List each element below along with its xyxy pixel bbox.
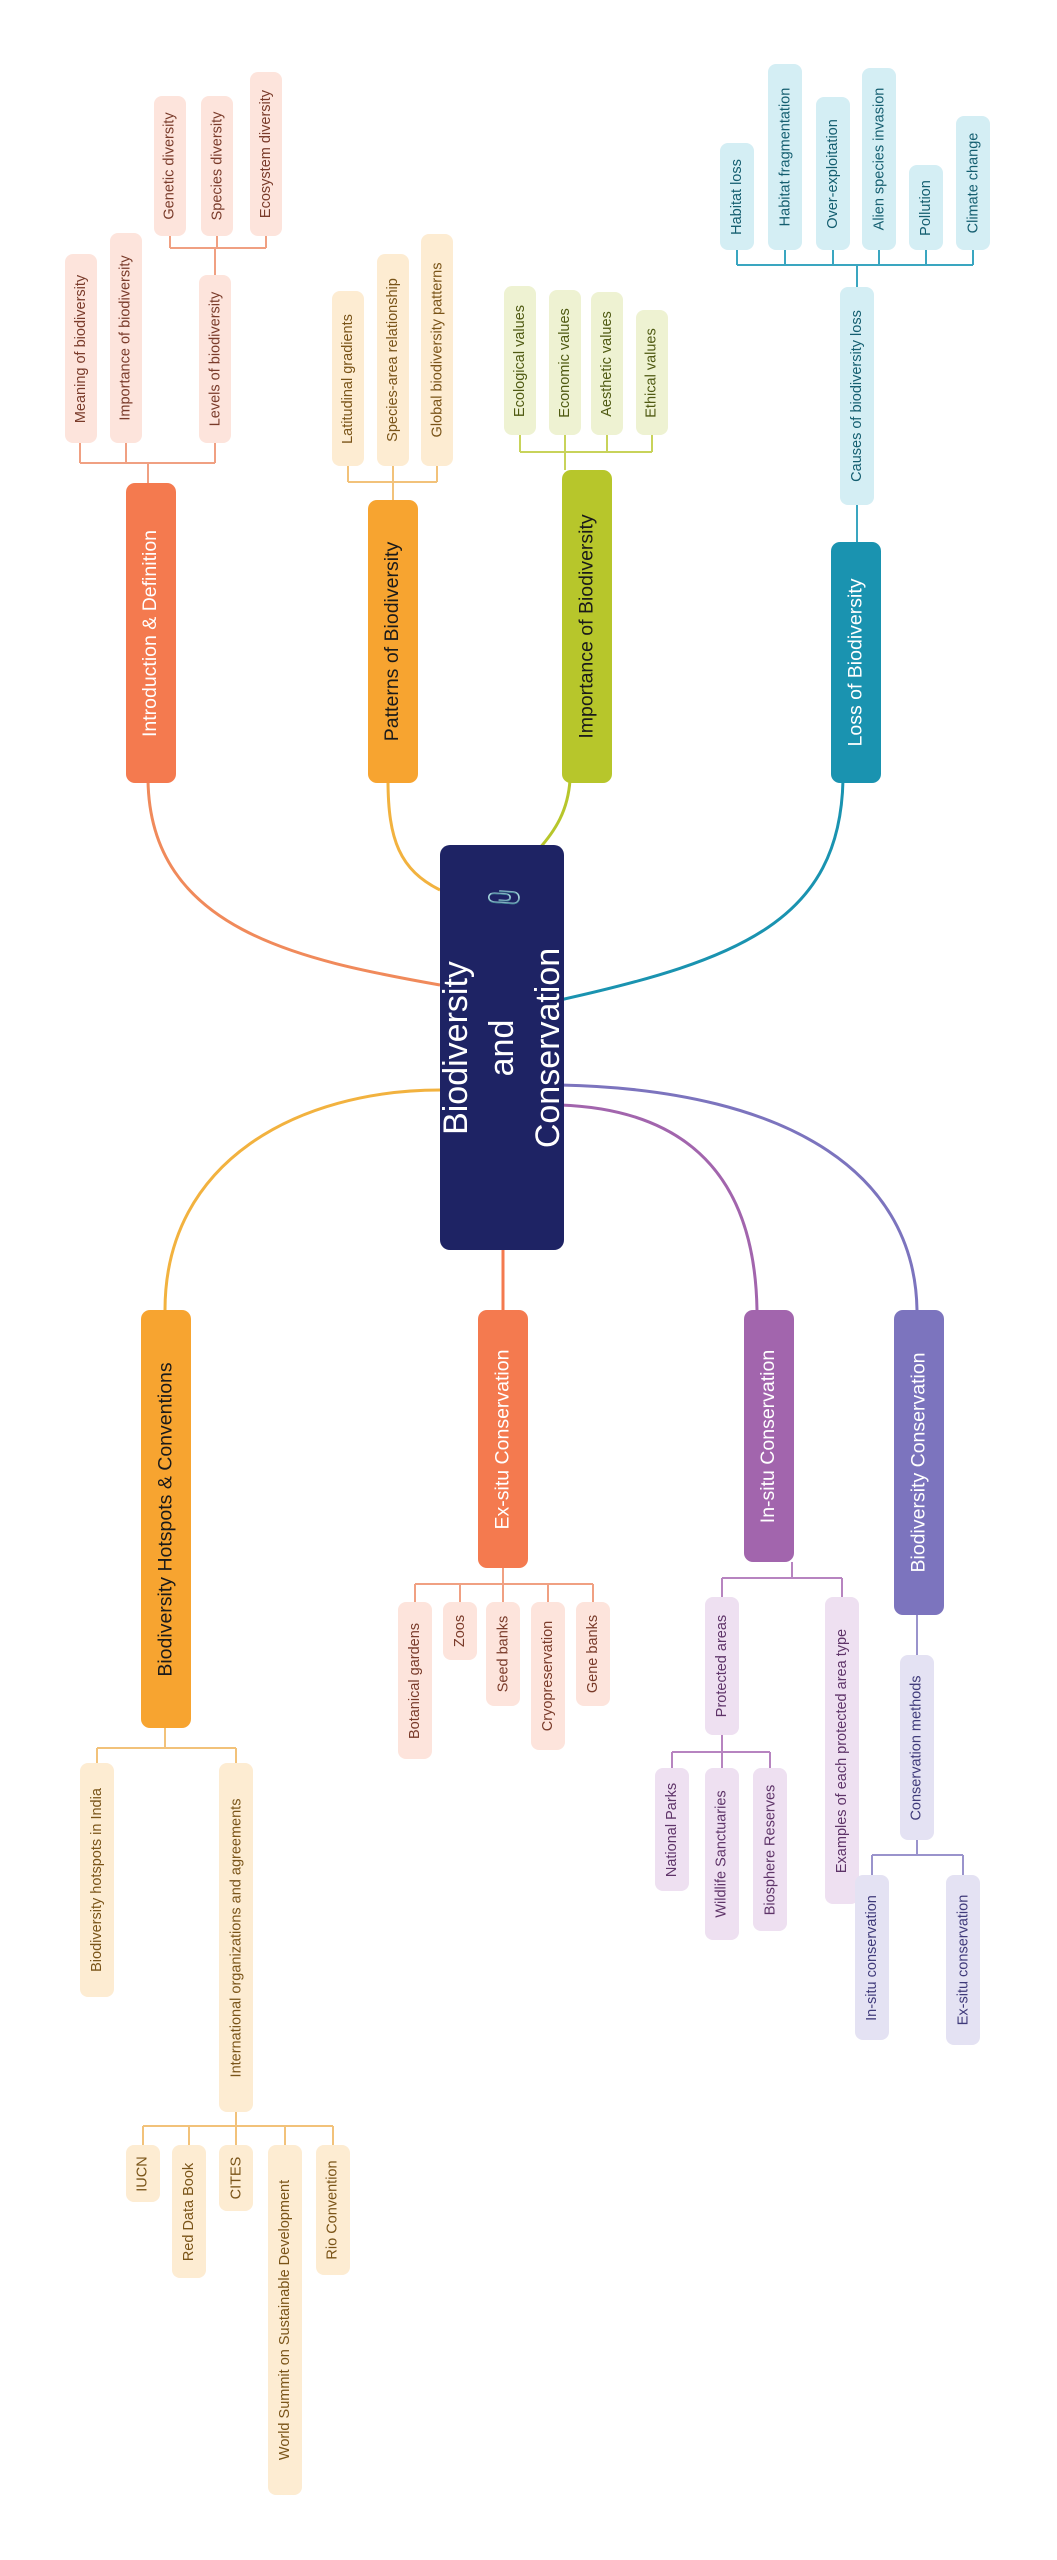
branch-introduction[interactable]: Introduction & Definition: [126, 483, 176, 783]
leaf-seed-banks[interactable]: Seed banks: [486, 1602, 520, 1706]
leaf-cryopreservation[interactable]: Cryopreservation: [531, 1602, 565, 1750]
leaf-label: Wildlife Sanctuaries: [714, 1790, 731, 1918]
leaf-label: Habitat loss: [729, 158, 746, 235]
leaf-label: Species diversity: [209, 111, 226, 221]
leaf-causes-of-biodiversity-loss[interactable]: Causes of biodiversity loss: [840, 287, 874, 505]
leaf-label: National Parks: [664, 1782, 681, 1877]
branch-loss-label: Loss of Biodiversity: [844, 578, 867, 747]
leaf-global-biodiversity-patterns[interactable]: Global biodiversity patterns: [421, 234, 453, 466]
leaf-pollution[interactable]: Pollution: [909, 165, 943, 250]
leaf-alien-species-invasion[interactable]: Alien species invasion: [862, 68, 896, 250]
leaf-label: Ex-situ conservation: [955, 1894, 971, 2026]
leaf-aesthetic-values[interactable]: Aesthetic values: [591, 292, 623, 435]
leaf-label: Conservation methods: [909, 1674, 926, 1821]
leaf-habitat-loss[interactable]: Habitat loss: [720, 143, 754, 250]
leaf-label: Alien species invasion: [871, 87, 888, 231]
leaf-ecosystem-diversity[interactable]: Ecosystem diversity: [250, 72, 282, 236]
leaf-label: Over-exploitation: [825, 118, 842, 229]
leaf-biodiversity-hotspots-in-india[interactable]: Biodiversity hotspots in India: [80, 1763, 114, 1997]
leaf-zoos[interactable]: Zoos: [443, 1602, 477, 1660]
leaf-label: Genetic diversity: [162, 112, 178, 220]
leaf-conservation-methods[interactable]: Conservation methods: [900, 1655, 934, 1840]
leaf-world-summit[interactable]: World Summit on Sustainable Development: [268, 2145, 302, 2495]
leaf-label: Rio Convention: [325, 2160, 341, 2260]
leaf-ex-situ-conservation[interactable]: Ex-situ conservation: [946, 1875, 980, 2045]
leaf-examples-protected-area-type[interactable]: Examples of each protected area type: [825, 1597, 859, 1904]
leaf-label: Biosphere Reserves: [762, 1784, 779, 1915]
leaf-label: Cryopreservation: [540, 1620, 557, 1732]
leaf-economic-values[interactable]: Economic values: [549, 290, 581, 435]
leaf-over-exploitation[interactable]: Over-exploitation: [816, 97, 850, 250]
leaf-climate-change[interactable]: Climate change: [956, 116, 990, 250]
branch-insitu[interactable]: In-situ Conservation: [744, 1310, 794, 1562]
leaf-genetic-diversity[interactable]: Genetic diversity: [154, 96, 186, 236]
leaf-label: Zoos: [452, 1614, 468, 1648]
leaf-label: Economic values: [557, 307, 574, 418]
branch-insitu-label: In-situ Conservation: [757, 1349, 780, 1523]
leaf-in-situ-conservation[interactable]: In-situ conservation: [855, 1875, 889, 2040]
branch-exsitu[interactable]: Ex-situ Conservation: [478, 1310, 528, 1568]
branch-introduction-label: Introduction & Definition: [139, 529, 162, 737]
leaf-species-area-relationship[interactable]: Species-area relationship: [377, 254, 409, 466]
leaf-label: Protected areas: [714, 1614, 730, 1718]
leaf-importance-of-biodiversity[interactable]: Importance of biodiversity: [110, 233, 142, 443]
leaf-label: International organizations and agreemen…: [228, 1798, 244, 2077]
leaf-iucn[interactable]: IUCN: [126, 2145, 160, 2202]
leaf-label: Global biodiversity patterns: [429, 262, 445, 438]
leaf-botanical-gardens[interactable]: Botanical gardens: [398, 1602, 432, 1759]
leaf-biosphere-reserves[interactable]: Biosphere Reserves: [753, 1768, 787, 1931]
leaf-protected-areas[interactable]: Protected areas: [705, 1597, 739, 1735]
leaf-meaning-of-biodiversity[interactable]: Meaning of biodiversity: [65, 254, 97, 443]
leaf-label: Gene banks: [585, 1614, 602, 1694]
leaf-species-diversity[interactable]: Species diversity: [201, 96, 233, 236]
leaf-label: Red Data Book: [181, 2162, 197, 2261]
leaf-ethical-values[interactable]: Ethical values: [636, 310, 668, 435]
leaf-label: Aesthetic values: [599, 310, 615, 417]
leaf-gene-banks[interactable]: Gene banks: [576, 1602, 610, 1706]
leaf-label: Biodiversity hotspots in India: [89, 1788, 106, 1972]
branch-importance-label: Importance of Biodiversity: [575, 514, 598, 739]
leaf-label: Climate change: [965, 132, 981, 234]
leaf-label: In-situ conservation: [864, 1894, 881, 2021]
leaf-rio-convention[interactable]: Rio Convention: [316, 2145, 350, 2275]
leaf-label: CITES: [228, 2156, 245, 2200]
leaf-label: Seed banks: [495, 1615, 511, 1693]
leaf-label: Habitat fragmentation: [777, 87, 794, 227]
leaf-national-parks[interactable]: National Parks: [655, 1768, 689, 1891]
leaf-label: Species-area relationship: [385, 278, 401, 442]
leaf-label: Botanical gardens: [407, 1622, 424, 1739]
branch-conservation-label: Biodiversity Conservation: [907, 1352, 930, 1573]
leaf-label: Ecosystem diversity: [258, 89, 274, 219]
leaf-label: Causes of biodiversity loss: [849, 310, 866, 482]
leaf-red-data-book[interactable]: Red Data Book: [172, 2145, 206, 2278]
leaf-latitudinal-gradients[interactable]: Latitudinal gradients: [332, 291, 364, 466]
leaf-label: Levels of biodiversity: [207, 291, 223, 427]
branch-patterns[interactable]: Patterns of Biodiversity: [368, 500, 418, 783]
branch-conservation[interactable]: Biodiversity Conservation: [894, 1310, 944, 1615]
leaf-wildlife-sanctuaries[interactable]: Wildlife Sanctuaries: [705, 1768, 739, 1940]
leaf-label: Importance of biodiversity: [118, 255, 134, 421]
leaf-label: IUCN: [135, 2155, 152, 2192]
leaf-label: Latitudinal gradients: [340, 313, 357, 444]
central-topic[interactable]: Biodiversity and Conservation: [437, 845, 567, 1250]
leaf-habitat-fragmentation[interactable]: Habitat fragmentation: [768, 64, 802, 250]
leaf-cites[interactable]: CITES: [219, 2145, 253, 2211]
leaf-label: Meaning of biodiversity: [73, 274, 89, 423]
leaf-ecological-values[interactable]: Ecological values: [504, 286, 536, 435]
leaf-label: Ethical values: [644, 327, 660, 418]
leaf-label: World Summit on Sustainable Development: [277, 2179, 294, 2461]
leaf-international-organizations[interactable]: International organizations and agreemen…: [219, 1763, 253, 2112]
leaf-levels-of-biodiversity[interactable]: Levels of biodiversity: [199, 275, 231, 443]
leaf-label: Pollution: [918, 179, 934, 236]
branch-loss[interactable]: Loss of Biodiversity: [831, 542, 881, 783]
leaf-label: Examples of each protected area type: [834, 1628, 851, 1873]
branch-importance[interactable]: Importance of Biodiversity: [562, 470, 612, 783]
branch-hotspots-label: Biodiversity Hotspots & Conventions: [154, 1361, 177, 1677]
leaf-label: Ecological values: [512, 304, 529, 417]
branch-hotspots[interactable]: Biodiversity Hotspots & Conventions: [141, 1310, 191, 1728]
central-topic-label: Biodiversity and Conservation: [437, 947, 568, 1148]
branch-exsitu-label: Ex-situ Conservation: [491, 1349, 514, 1529]
branch-patterns-label: Patterns of Biodiversity: [381, 541, 404, 742]
